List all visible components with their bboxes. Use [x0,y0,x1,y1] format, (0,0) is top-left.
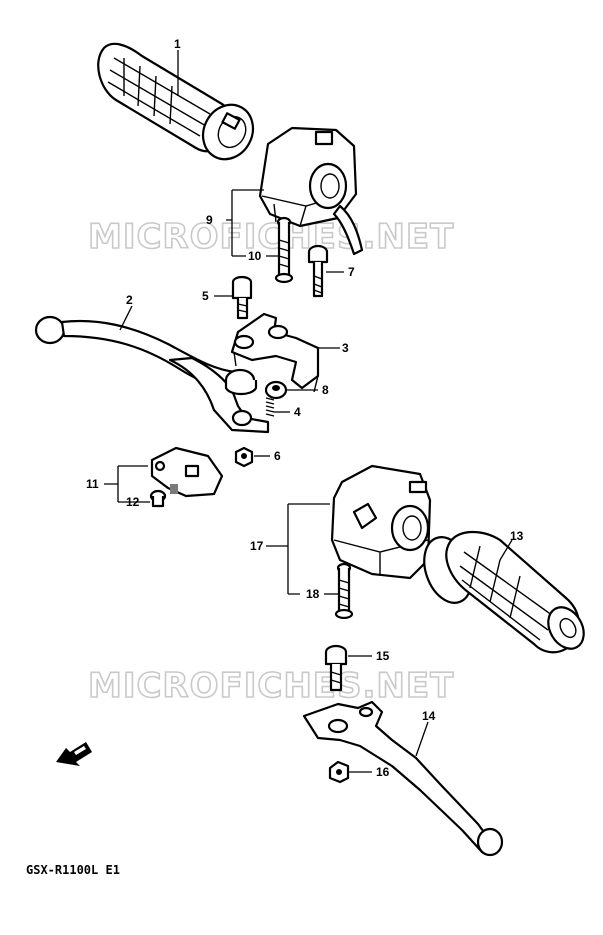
callout-18: 18 [306,587,320,601]
callout-4: 4 [294,405,301,419]
nut-8 [264,380,288,400]
callout-10: 10 [248,249,262,263]
callout-leaders [104,50,513,773]
callout-labels: 1 2 3 4 5 6 7 8 9 10 11 12 13 14 15 16 1… [86,37,524,779]
callout-11: 11 [86,477,99,491]
throttle-grip [423,530,585,654]
right-switch-housing [330,464,432,580]
callout-16: 16 [376,765,390,779]
spring-4 [265,397,275,417]
callout-3: 3 [342,341,349,355]
callout-17: 17 [250,539,264,553]
callout-5: 5 [202,289,209,303]
brake-lever [302,700,504,857]
left-switch-housing [258,126,364,256]
callout-8: 8 [322,383,329,397]
pivot-bolt [231,275,253,320]
perch-roller [224,368,258,396]
screw-10 [274,216,294,284]
bolt-7 [307,244,329,298]
screw-18 [334,562,354,620]
watermark-bottom: MICROFICHES.NET [88,666,454,706]
callout-7: 7 [348,265,355,279]
callout-12: 12 [126,495,140,509]
nut-16 [328,760,350,784]
lever-holder-bracket [230,312,320,393]
callout-15: 15 [376,649,390,663]
callout-1: 1 [174,37,181,51]
pivot-bolt-15 [324,644,348,692]
clutch-lever [34,315,270,434]
callout-9: 9 [206,213,213,227]
nut-6 [234,446,254,468]
screw-12 [149,489,167,508]
watermark-top: MICROFICHES.NET [88,217,454,257]
model-caption: GSX-R1100L E1 [26,863,120,877]
callout-6: 6 [274,449,281,463]
left-handlebar-grip [97,42,255,161]
clutch-switch [150,446,224,498]
callout-14: 14 [422,709,436,723]
callout-13: 13 [510,529,524,543]
callout-2: 2 [126,293,133,307]
front-arrow-icon [56,742,92,766]
